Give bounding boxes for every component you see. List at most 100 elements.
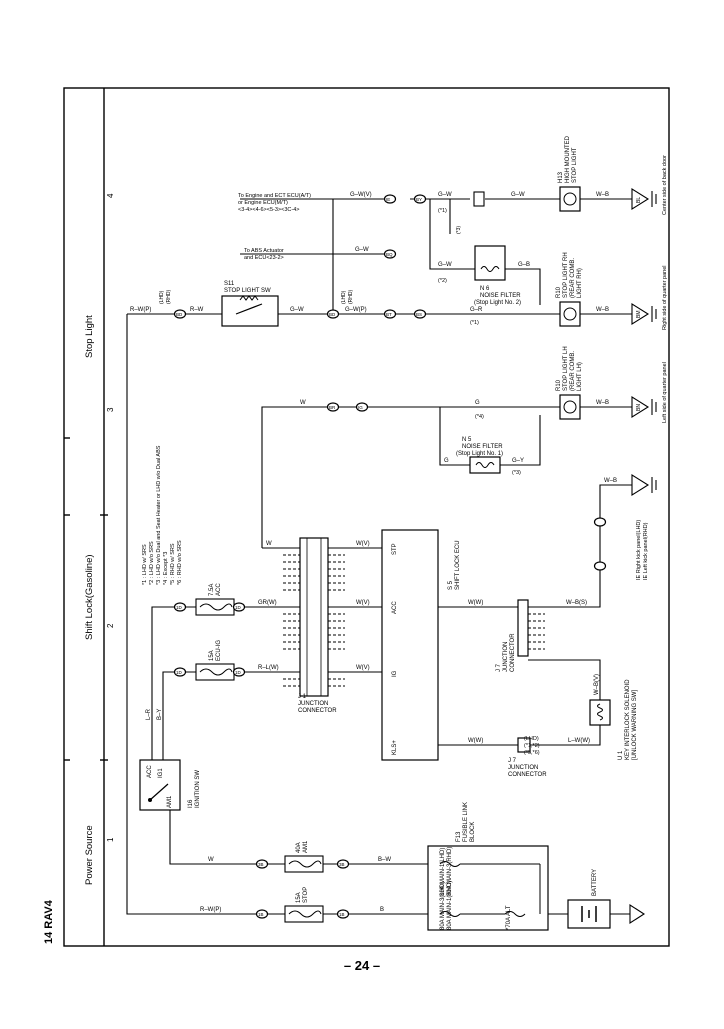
- fl-main-lower: 80A MAIN-3(LHD): [440, 882, 446, 930]
- j7b-id: J 7: [508, 758, 517, 764]
- legend-5: *5 : RHD w/ SRS: [170, 543, 176, 585]
- svg-text:1B: 1B: [258, 912, 264, 917]
- svg-text:W(V): W(V): [356, 665, 370, 671]
- shift-lock-ecu: [381, 529, 439, 761]
- svg-text:(*3): (*3): [512, 470, 521, 476]
- j1-name2: CONNECTOR: [298, 708, 337, 714]
- svg-text:B: B: [380, 907, 384, 913]
- svg-text:LIGHT LH): LIGHT LH): [577, 362, 583, 391]
- svg-text:(*5,*6): (*5,*6): [524, 750, 540, 756]
- kis-name: KEY INTERLOCK SOLENOID: [625, 679, 631, 760]
- wire-lr: L–R: [146, 708, 152, 720]
- svg-text:G–W: G–W: [511, 192, 525, 198]
- fuse-ecu-ig: 15A ECU-IG: [195, 640, 235, 681]
- nf1-id: N 5: [462, 437, 472, 443]
- ground-code-1: BL: [636, 197, 642, 203]
- outer-frame: [63, 87, 670, 947]
- ground-label-2: Right side of quarter panel: [662, 265, 668, 330]
- mark-p3: (*3): [456, 226, 462, 234]
- svg-text:W–B: W–B: [596, 307, 609, 313]
- legend-6: *6 : RHD w/o SRS: [177, 540, 183, 585]
- ign-id: I16: [188, 799, 194, 808]
- svg-text:1B: 1B: [339, 912, 345, 917]
- fusible-link-block: [427, 845, 549, 931]
- connector-codes: 1D 1D 1D 1D 3B 3B 1B 1B BD BD IE BY BQ B…: [176, 197, 422, 917]
- svg-text:7.5A: 7.5A: [209, 584, 215, 596]
- svg-text:1D: 1D: [176, 670, 183, 675]
- j1-id: J 1: [298, 694, 307, 700]
- svg-text:IE: IE: [386, 197, 390, 202]
- fl-alt: *70A ALT: [506, 905, 512, 930]
- column-1: 1: [106, 837, 115, 842]
- svg-text:(REAR COMB.: (REAR COMB.: [570, 351, 576, 391]
- legend-4: *4 : Except *3: [163, 552, 169, 585]
- svg-text:15A: 15A: [209, 650, 215, 661]
- svg-text:L–W(W): L–W(W): [568, 738, 590, 744]
- svg-text:(*2): (*2): [438, 278, 447, 284]
- svg-text:W: W: [266, 541, 272, 547]
- battery-label: BATTERY: [592, 869, 598, 896]
- svg-text:AM1: AM1: [303, 840, 309, 853]
- junction-connector-j1: [299, 537, 329, 697]
- engine-ecu-ref-2: or Engine ECU(M/T): [238, 200, 288, 206]
- svg-text:G–W: G–W: [438, 192, 452, 198]
- kis-id: U 1: [618, 750, 624, 760]
- column-2: 2: [106, 623, 115, 628]
- svg-text:W–B: W–B: [596, 400, 609, 406]
- nf1-name2: (Stop Light No. 1): [456, 451, 503, 457]
- ground-note-1: IE Right kick panel(LHD): [636, 520, 642, 580]
- fuse-stop: 15A STOP: [284, 887, 324, 923]
- svg-text:BD: BD: [329, 312, 336, 317]
- mark-lhd-1: (LHD): [159, 290, 165, 304]
- svg-text:40A: 40A: [296, 842, 302, 853]
- svg-text:HIGH MOUNTED: HIGH MOUNTED: [565, 135, 571, 183]
- column-4: 4: [106, 193, 115, 198]
- band-stop-light: Stop Light: [84, 315, 95, 358]
- svg-text:G–W: G–W: [438, 262, 452, 268]
- ground-label-3: Left side of quarter panel: [662, 362, 668, 423]
- fl-main-lower2: 80A MAIN-1(RHD): [447, 881, 453, 930]
- svg-text:W–B: W–B: [604, 478, 617, 484]
- abs-ref-1: To ABS Actuator: [244, 248, 284, 254]
- j7-name: JUNCTION: [503, 642, 509, 672]
- svg-text:1D: 1D: [176, 605, 183, 610]
- ignition-switch: [139, 759, 181, 811]
- svg-text:R–L(W): R–L(W): [258, 665, 279, 671]
- connector-bc: [473, 191, 485, 207]
- high-mount-stop-light: H13 HIGH MOUNTED STOP LIGHT: [558, 135, 581, 212]
- svg-text:3B: 3B: [339, 862, 345, 867]
- svg-text:STOP LIGHT: STOP LIGHT: [572, 147, 578, 183]
- svg-text:B–W: B–W: [378, 857, 391, 863]
- svg-text:(*1,*2): (*1,*2): [524, 743, 540, 749]
- svg-text:(*1): (*1): [470, 320, 479, 326]
- svg-text:BD: BD: [176, 312, 183, 317]
- svg-text:R10: R10: [556, 379, 562, 391]
- junction-connector-j7: [517, 599, 529, 657]
- svg-text:G–R: G–R: [470, 307, 483, 313]
- legend-3: *3 : LHD w/o Dual and Seat Heater or LHD…: [156, 445, 162, 585]
- engine-ecu-ref-1: To Engine and ECT ECU(A/T): [238, 193, 311, 199]
- svg-text:ECU-IG: ECU-IG: [216, 640, 222, 661]
- mark-rhd-2: (RHD): [348, 290, 354, 304]
- j7b-name2: CONNECTOR: [508, 772, 547, 778]
- svg-text:H13: H13: [558, 171, 564, 183]
- svg-text:BQ: BQ: [386, 252, 393, 257]
- nf2-id: N 6: [480, 286, 490, 292]
- band-shift-lock: Shift Lock(Gasoline): [84, 554, 95, 640]
- svg-text:15A: 15A: [296, 892, 302, 903]
- j7b-name: JUNCTION: [508, 765, 538, 771]
- legend-2: *2 : LHD w/o SRS: [149, 541, 155, 585]
- stop-light-rh: R10 STOP LIGHT RH (REAR COMB. LIGHT RH): [556, 252, 583, 327]
- kis-name2: [UNLOCK WARNING SW]: [632, 690, 638, 760]
- svg-text:(*1): (*1): [438, 208, 447, 214]
- svg-text:W(V): W(V): [356, 600, 370, 606]
- ground-note-2: IE Left kick panel(RHD): [643, 522, 649, 580]
- abs-ref-2: and ECU<23-2>: [244, 255, 284, 261]
- ground-symbols: [629, 188, 657, 925]
- svg-text:STOP: STOP: [303, 887, 309, 903]
- fl-main-upper2: 80A MAIN-3(RHD): [447, 847, 453, 896]
- band-ticks: [64, 437, 108, 761]
- ground-code-2: BM: [636, 311, 642, 319]
